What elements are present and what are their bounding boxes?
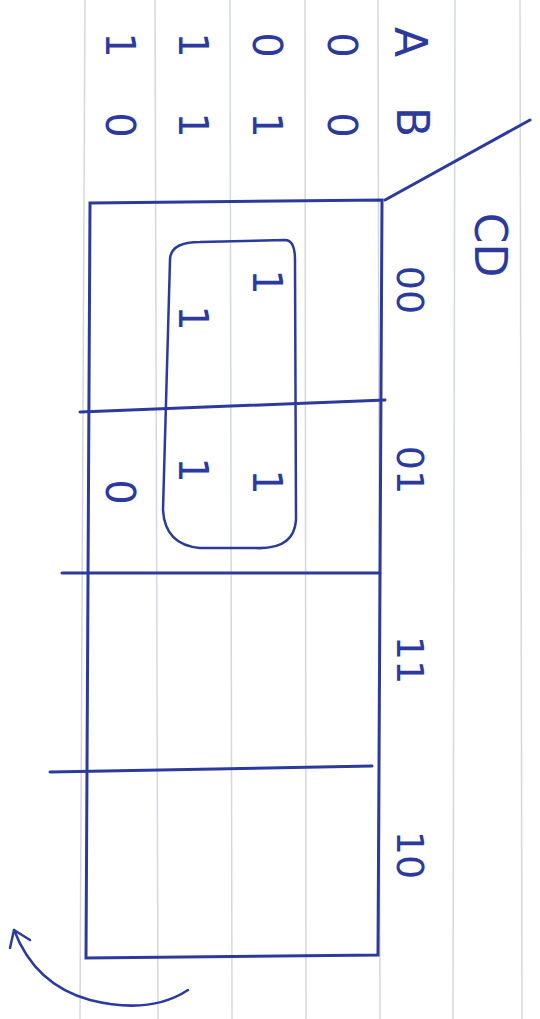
map-label: 11 — [391, 636, 429, 684]
map-label: 1 — [247, 112, 287, 137]
map-label: 00 — [391, 266, 429, 314]
map-label: A — [388, 27, 432, 57]
map-label: 1 — [100, 32, 140, 57]
map-label: 10 — [391, 831, 429, 879]
map-label: 01 — [391, 446, 429, 494]
map-label: B — [390, 107, 434, 137]
grouping-loop — [163, 240, 296, 548]
map-label: 1 — [247, 269, 287, 294]
map-label: 1 — [173, 112, 213, 137]
curved-arrow — [10, 930, 188, 1006]
map-label: 0 — [100, 479, 140, 504]
map-label: 1 — [247, 469, 287, 494]
paper-rules — [80, 0, 522, 1019]
map-label: 1 — [173, 457, 213, 482]
map-label: 0 — [322, 112, 362, 137]
map-label: 0 — [247, 32, 287, 57]
map-label: 1 — [173, 32, 213, 57]
map-label: CD — [468, 213, 512, 278]
map-label: 0 — [322, 32, 362, 57]
map-label: 0 — [100, 112, 140, 137]
map-label: 1 — [173, 305, 213, 330]
k-map-grid — [50, 120, 530, 958]
